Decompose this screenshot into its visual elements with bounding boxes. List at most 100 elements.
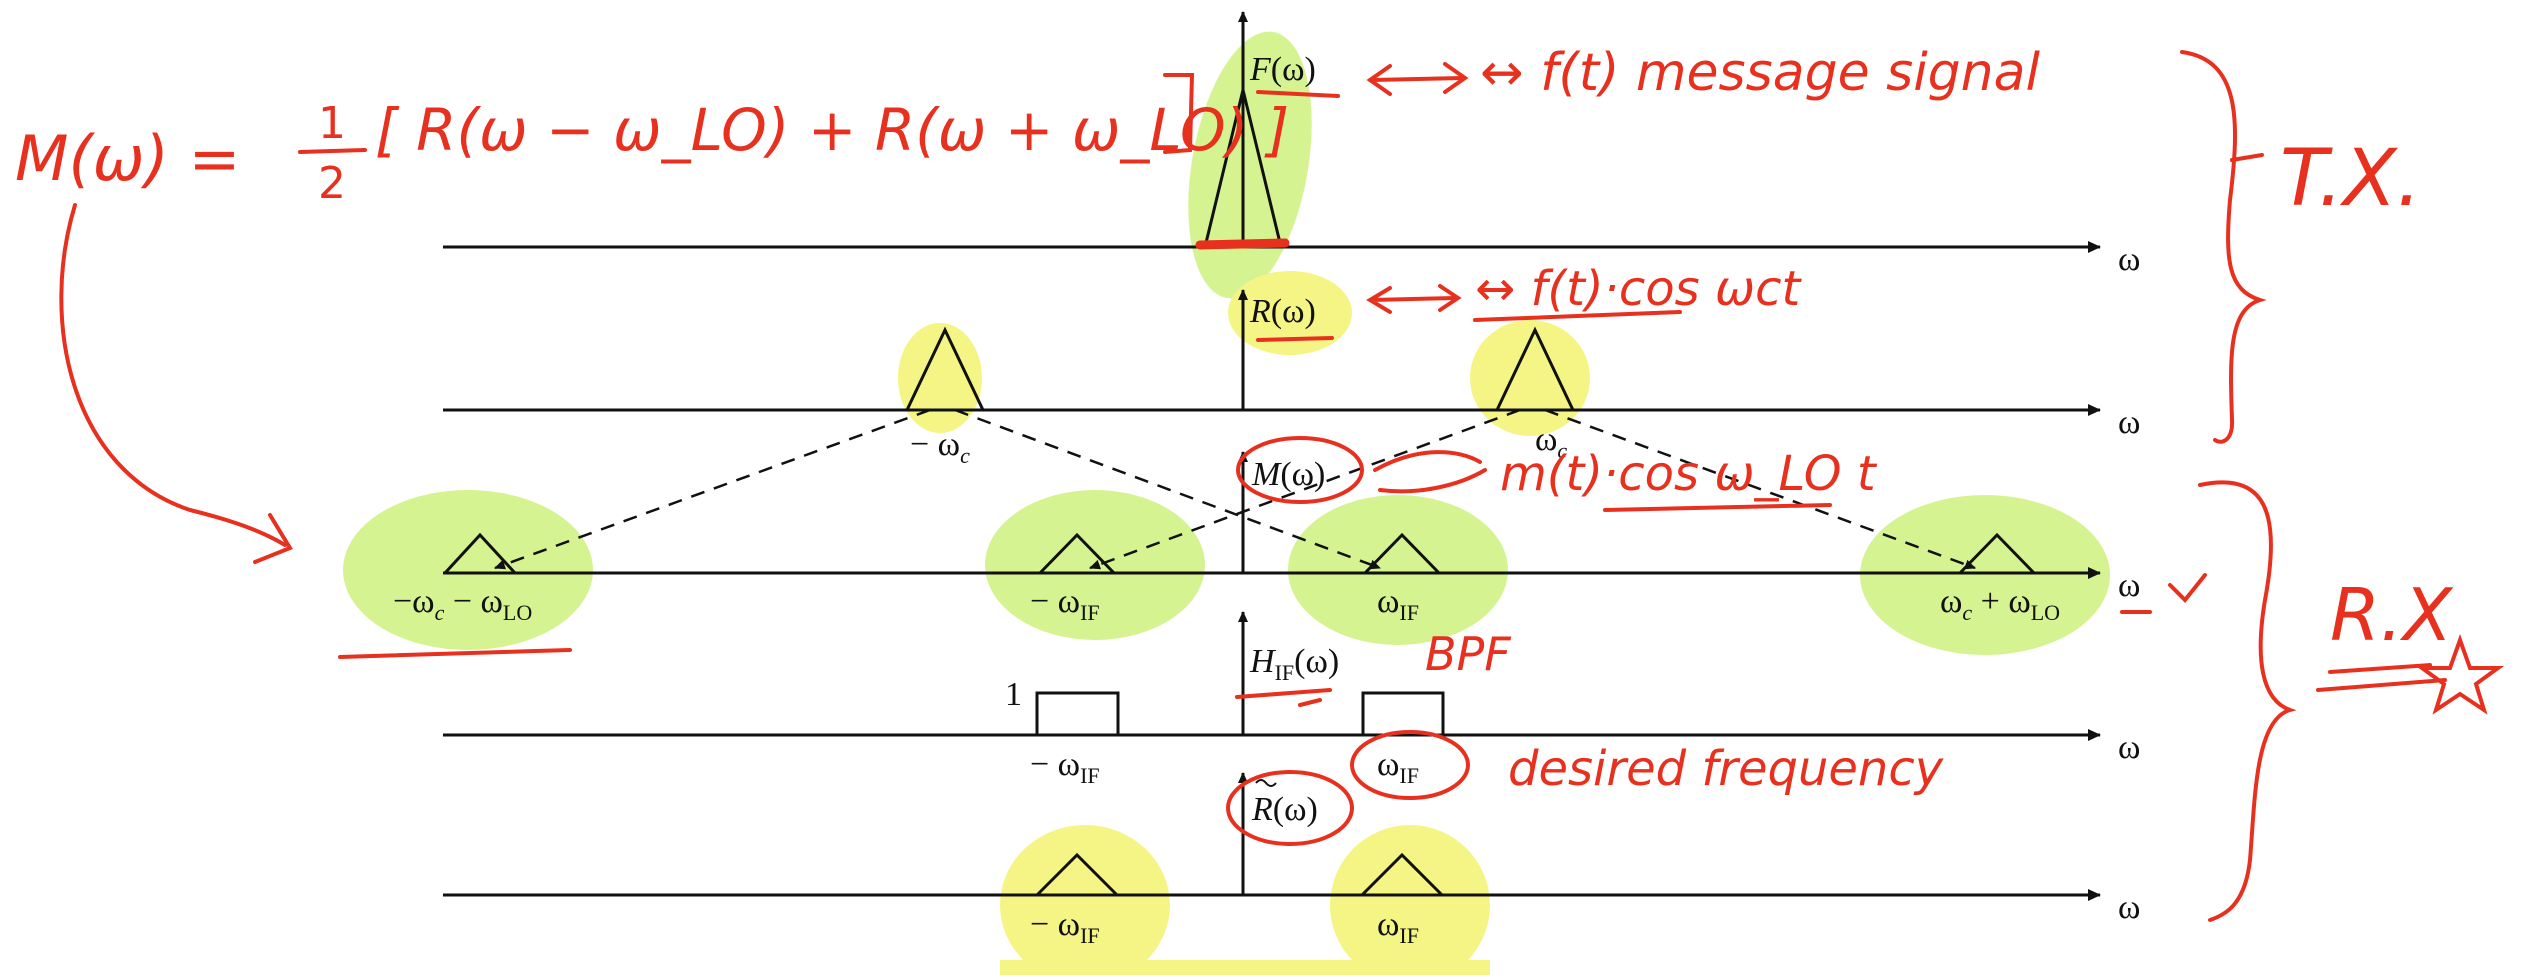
r-note-underline xyxy=(1473,310,1682,322)
tick-m-4: ω xyxy=(1940,583,1962,620)
svg-text:ωIF: ωIF xyxy=(1377,906,1419,948)
eq-curve-arrow xyxy=(59,203,287,547)
svg-text:HIF(ω): HIF(ω) xyxy=(1249,643,1339,685)
svg-text:M(ω): M(ω) xyxy=(1251,456,1325,493)
shift-line-4 xyxy=(1544,408,1976,570)
highlight-m-3 xyxy=(1288,495,1508,645)
rt-label-circle xyxy=(1226,770,1354,846)
axis-symbols: ω ω ω ω ω xyxy=(2118,241,2140,926)
tick-m-1: −ω xyxy=(393,583,435,620)
rx-star xyxy=(2415,634,2505,715)
svg-text:− ωIF: − ωIF xyxy=(1030,746,1100,788)
axis-symbol-m: ω xyxy=(2118,567,2140,604)
axis-symbol-r: ω xyxy=(2118,404,2140,441)
eq-bracket-text: [ R(ω − ω_LO) + R(ω + ω_LO) ] xyxy=(375,96,1289,164)
svg-text:ωIF: ωIF xyxy=(1377,746,1419,788)
check-mark xyxy=(2120,573,2207,614)
highlight-m-1 xyxy=(343,490,593,650)
svg-text:− ωIF: − ωIF xyxy=(1030,906,1100,948)
eq-frac-den: 2 xyxy=(318,158,346,209)
m-label-circle xyxy=(1236,436,1364,504)
tick-m-3: ω xyxy=(1377,583,1399,620)
eq-bracket-right xyxy=(1163,73,1195,154)
m-spectrum-2 xyxy=(1038,532,1116,575)
tx-label: T.X. xyxy=(2280,134,2421,224)
handwritten-text: M(ω) = 1 2 [ R(ω − ω_LO) + R(ω + ω_LO) ]… xyxy=(15,43,2454,797)
label-m: M xyxy=(1251,456,1282,493)
shift-lines xyxy=(494,408,1976,570)
svg-text:R(ω): R(ω) xyxy=(1251,791,1318,828)
shift-line-2 xyxy=(954,408,1381,570)
label-h-sub: IF xyxy=(1275,660,1295,685)
tick-r-neg: − ω xyxy=(910,426,960,463)
svg-text:R(ω): R(ω) xyxy=(1249,293,1316,330)
highlights xyxy=(343,31,2110,980)
highlight-bottom-strip xyxy=(1000,960,1490,975)
tick-r-pos-sub: c xyxy=(1557,438,1567,463)
label-m-arg: (ω) xyxy=(1280,456,1325,493)
r-spectrum-neg xyxy=(905,326,985,411)
highlight-r-label xyxy=(1228,271,1352,355)
handwritten-annotations xyxy=(59,50,2505,922)
highlight-r-neg xyxy=(898,323,982,433)
f-base-mark xyxy=(1195,238,1290,250)
f-underline xyxy=(1256,90,1340,98)
label-rt-arg: (ω) xyxy=(1273,791,1318,828)
label-r: R xyxy=(1249,293,1271,330)
label-r-arg: (ω) xyxy=(1271,293,1316,330)
eq-frac-num: 1 xyxy=(318,98,346,149)
rt-spectrum-pos xyxy=(1360,852,1444,897)
tick-h-pos: ω xyxy=(1377,746,1399,783)
f-double-arrow xyxy=(1366,62,1469,96)
h-amplitude: 1 xyxy=(1005,676,1022,713)
desired-note-text: desired frequency xyxy=(1508,741,1944,797)
svg-text:− ωIF: − ωIF xyxy=(1030,583,1100,625)
tick-labels: − ωc ωc −ωc − ωLO − ωIF ωIF ωc + ωLO − ω… xyxy=(393,421,2060,948)
f-note-text: ↔ f(t) message signal xyxy=(1480,43,2040,103)
tx-brace xyxy=(2180,50,2267,444)
svg-text:ωIF: ωIF xyxy=(1377,583,1419,625)
desired-circle xyxy=(1350,730,1470,800)
svg-text:−ωc − ωLO: −ωc − ωLO xyxy=(393,583,532,625)
tick-rt-neg: − ω xyxy=(1030,906,1080,943)
tick-h-neg: − ω xyxy=(1030,746,1080,783)
rx-label: R.X xyxy=(2330,573,2454,657)
r-underline xyxy=(1256,336,1334,342)
eq-fraction-bar xyxy=(298,148,367,154)
m-note-text: m(t)·cos ω_LO t xyxy=(1500,446,1878,502)
svg-text:F(ω): F(ω) xyxy=(1249,51,1316,88)
tick-r-neg-sub: c xyxy=(960,443,970,468)
highlight-rt-pos xyxy=(1330,825,1490,980)
bpf-note-text: BPF xyxy=(1425,627,1511,681)
axis-symbol-f: ω xyxy=(2118,241,2140,278)
row-labels: F(ω) R(ω) M(ω) HIF(ω) R(ω) 1 xyxy=(1005,51,1339,828)
rx-brace xyxy=(2198,480,2297,922)
label-f: F xyxy=(1249,51,1272,88)
m-note-underline xyxy=(1603,503,1832,512)
highlight-f-peak xyxy=(1188,31,1312,299)
tick-r-pos: ω xyxy=(1535,421,1557,458)
svg-text:− ωc: − ωc xyxy=(910,426,970,468)
m-tick-underline xyxy=(338,648,572,659)
label-f-arg: (ω) xyxy=(1271,51,1316,88)
highlight-rt-neg xyxy=(1000,825,1170,980)
axis-symbol-rt: ω xyxy=(2118,889,2140,926)
tick-rt-pos: ω xyxy=(1377,906,1399,943)
rt-spectrum-neg xyxy=(1035,852,1119,897)
tick-m-2: − ω xyxy=(1030,583,1080,620)
shift-line-1 xyxy=(494,408,931,570)
label-h-arg: (ω) xyxy=(1294,643,1339,680)
h-bpf-neg xyxy=(1035,691,1120,735)
tx-brace-tick xyxy=(2230,153,2264,162)
tilde-mark xyxy=(1255,779,1277,787)
r-note-text: ↔ f(t)·cos ωct xyxy=(1475,261,1803,317)
eq-curve-arrowhead xyxy=(253,513,293,564)
rx-underline xyxy=(2316,663,2447,692)
h-underline xyxy=(1235,688,1332,707)
m-arrow xyxy=(1373,450,1487,494)
svg-text:ωc + ωLO: ωc + ωLO xyxy=(1940,583,2060,625)
eq-left-text: M(ω) = xyxy=(15,122,240,195)
f-spectrum-triangle xyxy=(1203,89,1283,248)
